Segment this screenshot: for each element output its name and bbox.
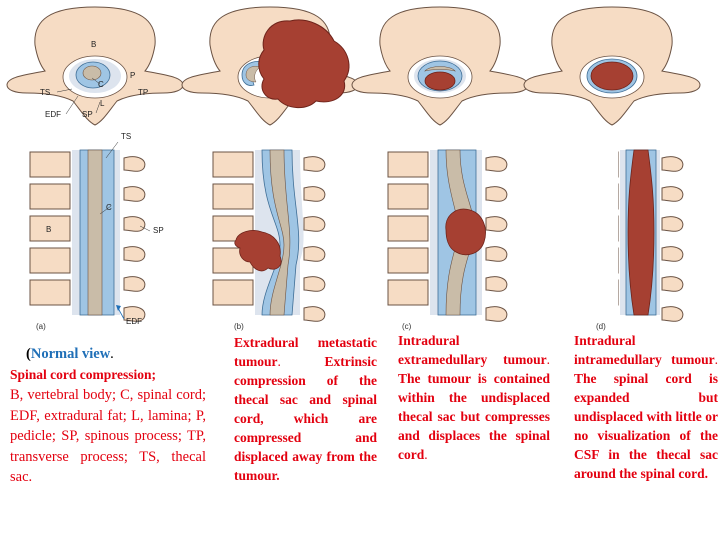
svg-text:B: B [91, 40, 96, 49]
svg-text:TP: TP [138, 88, 148, 97]
panel-letter-d: (d) [596, 322, 606, 331]
svg-text:C: C [98, 80, 104, 89]
caption-b-title: Extradural metastatic tumour [234, 335, 377, 369]
caption-c-title: Intradural extramedullary tumour [398, 333, 547, 367]
sagittal-extradural [212, 149, 326, 322]
svg-text:C: C [106, 203, 112, 212]
svg-text:EDF: EDF [126, 317, 142, 326]
axial-labels: B P C TS TP L EDF SP [40, 40, 148, 119]
spinal-cord-sagittal [87, 149, 103, 316]
intradural-tumour-sagittal [445, 208, 486, 256]
svg-text:L: L [100, 99, 105, 108]
caption-a: (Normal view. Spinal cord compression; B… [10, 344, 206, 488]
panel-d-mask [574, 148, 618, 318]
panel-letter-b: (b) [234, 322, 244, 331]
svg-text:EDF: EDF [45, 110, 61, 119]
expanded-cord-tumour [590, 61, 634, 91]
caption-d: Intradural intramedullary tumour. The sp… [574, 333, 718, 481]
caption-c: Intradural extramedullary tumour. The tu… [398, 333, 550, 462]
svg-text:TS: TS [121, 132, 131, 141]
caption-a-text: B, vertebral body; C, spinal cord; EDF, … [10, 387, 206, 485]
panel-letter-a: (a) [36, 322, 46, 331]
caption-b: Extradural metastatic tumour. Extrinsic … [234, 335, 377, 483]
axial-vertebra-normal [6, 6, 184, 126]
caption-a-heading: Spinal cord compression; [10, 366, 157, 382]
sagittal-intradural-extramedullary [387, 149, 508, 322]
caption-d-title: Intradural intramedullary tumour [574, 333, 715, 367]
caption-d-text: The spinal cord is expanded but undispla… [574, 371, 718, 481]
caption-b-text: Extrinsic compression of the thecal sac … [234, 354, 377, 483]
panel-letter-c: (c) [402, 322, 412, 331]
axial-vertebra-extradural [181, 6, 359, 126]
svg-text:TS: TS [40, 88, 50, 97]
axial-vertebra-intramedullary [523, 6, 701, 126]
sagittal-spines-row: TS C B SP EDF [29, 132, 684, 326]
sagittal-intramedullary [577, 149, 684, 322]
caption-a-title: (Normal view. [26, 346, 114, 362]
expanded-cord-sagittal [627, 149, 655, 316]
svg-text:B: B [46, 225, 51, 234]
sagittal-normal: TS C B SP EDF [29, 132, 164, 326]
spinal-cord [82, 65, 102, 81]
caption-c-text: The tumour is contained within the undis… [398, 371, 550, 462]
axial-vertebrae-row: B P C TS TP L EDF SP [6, 6, 701, 126]
extradural-tumour-sagittal [234, 230, 282, 272]
axial-vertebra-intradural-extramedullary [351, 6, 529, 126]
svg-text:P: P [130, 71, 135, 80]
svg-text:SP: SP [82, 110, 93, 119]
intradural-tumour [424, 71, 456, 91]
extradural-tumour [258, 19, 350, 108]
svg-text:SP: SP [153, 226, 164, 235]
